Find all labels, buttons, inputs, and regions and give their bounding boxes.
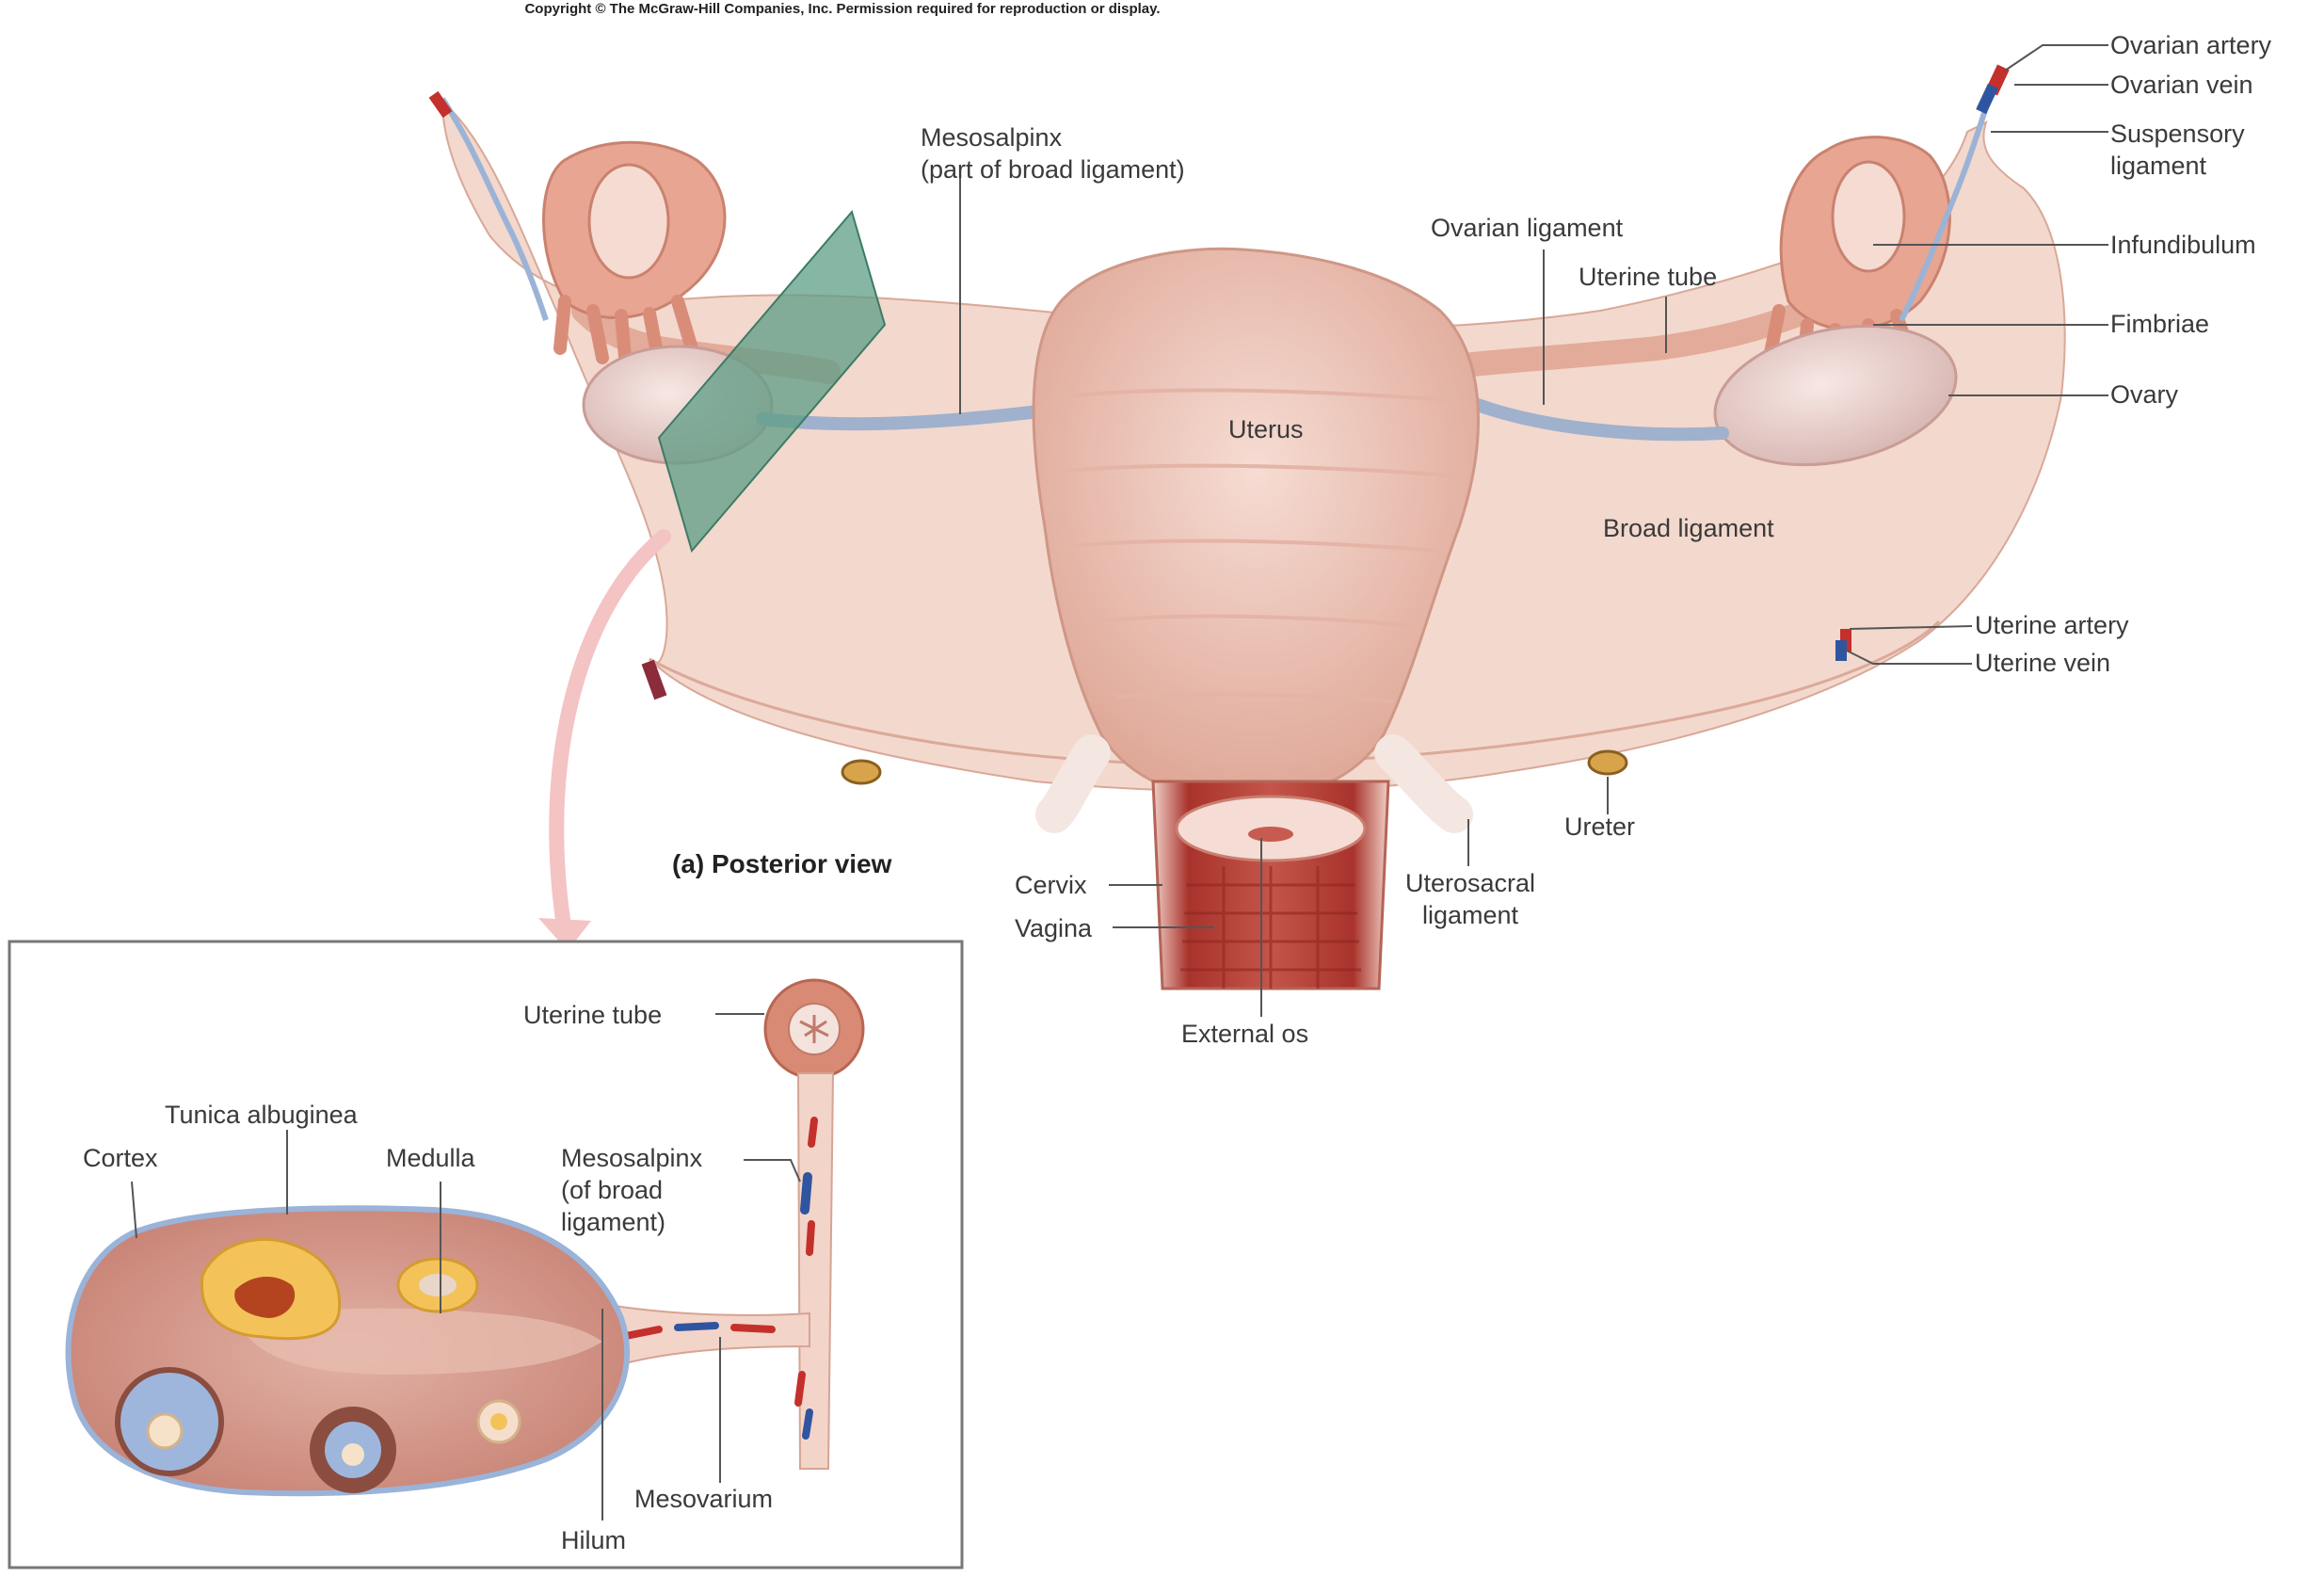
inset-label-tunica-albuginea: Tunica albuginea [165, 1101, 358, 1129]
label-ovarian-artery: Ovarian artery [2110, 31, 2272, 59]
inset-follicle-small [396, 1257, 479, 1313]
label-suspensory-ligament-line2: ligament [2110, 152, 2207, 180]
ovarian-vessel-cut-left [428, 90, 453, 119]
inset-label-cortex: Cortex [83, 1144, 158, 1172]
leader-lines-main [959, 44, 2108, 1017]
label-ovary: Ovary [2110, 380, 2179, 409]
label-ovarian-vein: Ovarian vein [2110, 71, 2253, 99]
label-vagina: Vagina [1015, 914, 1093, 942]
uterosacral-ligament-right [1374, 734, 1473, 833]
inset-follicle-vesicular [115, 1367, 224, 1476]
inset-label-medulla: Medulla [386, 1144, 475, 1172]
inset-mesovarium [601, 1302, 810, 1372]
inset-label-mesosalpinx-line1: Mesosalpinx [561, 1144, 703, 1172]
inset-label-hilum: Hilum [561, 1526, 627, 1554]
inset-pointer-arrowhead [538, 918, 591, 951]
inset-vessels [617, 1117, 818, 1440]
inset-label-mesosalpinx-line3: ligament) [561, 1208, 666, 1236]
inset-follicle-secondary [310, 1407, 396, 1493]
label-fimbriae: Fimbriae [2110, 310, 2210, 338]
inset-uterine-tube-folds [799, 1015, 829, 1043]
infundibulum-left [542, 140, 727, 374]
label-uterine-artery: Uterine artery [1975, 611, 2129, 639]
label-suspensory-ligament-line1: Suspensory [2110, 120, 2245, 148]
inset-label-uterine-tube: Uterine tube [523, 1001, 663, 1029]
inset-follicle-primary [476, 1399, 521, 1444]
uterine-vein-cut-right [1835, 640, 1847, 661]
label-mesosalpinx-line1: Mesosalpinx [921, 123, 1063, 152]
ureter-left [841, 759, 882, 785]
ureter-right [1587, 749, 1628, 776]
uterus-body [1032, 247, 1480, 802]
label-cervix: Cervix [1015, 871, 1087, 899]
uterosacral-ligament-left [1035, 734, 1111, 833]
ovarian-ligament-right [1471, 398, 1729, 442]
view-caption: (a) Posterior view [672, 849, 892, 878]
inset-label-mesosalpinx-line2: (of broad [561, 1176, 664, 1204]
label-uterine-tube: Uterine tube [1579, 263, 1718, 291]
ovarian-vessels-left [440, 97, 549, 321]
label-external-os: External os [1181, 1020, 1309, 1048]
ovary-right [1713, 324, 1958, 467]
uterus-striations [1063, 388, 1455, 703]
label-uterus: Uterus [1228, 415, 1304, 443]
label-infundibulum: Infundibulum [2110, 231, 2256, 259]
vaginal-rugae [1180, 866, 1361, 989]
label-ovarian-ligament: Ovarian ligament [1431, 214, 1624, 242]
ovarian-vein-cut-right [1976, 83, 1998, 115]
label-uterine-vein: Uterine vein [1975, 649, 2111, 677]
label-broad-ligament: Broad ligament [1603, 514, 1774, 542]
copyright-notice: Copyright © The McGraw-Hill Companies, I… [524, 1, 1161, 17]
inset-follicle-large [200, 1237, 342, 1341]
leader-lines-inset [131, 1013, 801, 1521]
label-ureter: Ureter [1564, 813, 1636, 841]
label-mesosalpinx-line2: (part of broad ligament) [921, 155, 1185, 184]
uterine-vessel-cut-left [641, 659, 667, 700]
external-os [1248, 827, 1293, 842]
section-plane [657, 209, 887, 554]
inset-pointer-arrow [549, 529, 671, 940]
label-uterosacral-ligament-line1: Uterosacral [1404, 869, 1536, 897]
label-uterosacral-ligament-line2: ligament [1421, 901, 1519, 929]
inset-label-mesovarium: Mesovarium [634, 1485, 774, 1513]
